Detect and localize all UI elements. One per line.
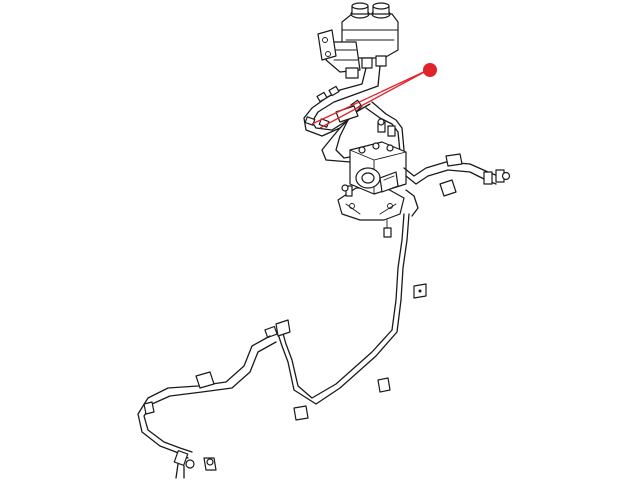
master-to-abs-tubes xyxy=(303,65,405,169)
callout xyxy=(311,63,437,129)
right-brake-line xyxy=(403,153,511,217)
master-cylinder xyxy=(317,2,399,79)
callout-marker-dot[interactable] xyxy=(423,63,437,77)
abs-module xyxy=(337,141,407,238)
rear-hose xyxy=(137,335,277,479)
rear-brake-line xyxy=(264,213,427,421)
